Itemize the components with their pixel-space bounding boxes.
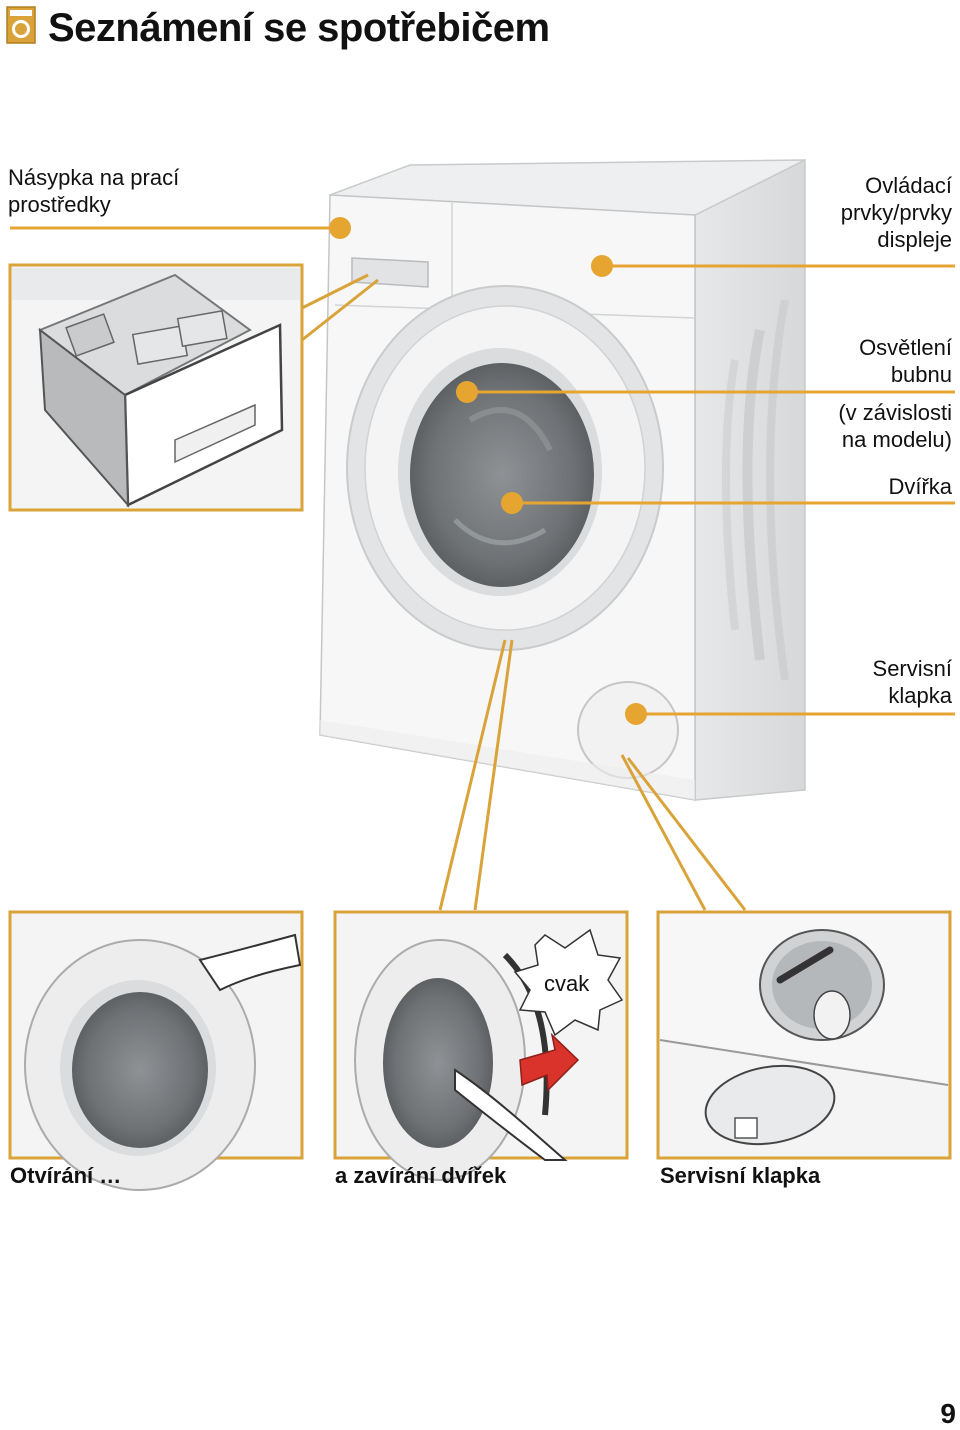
panel-opening	[8, 910, 304, 1191]
label-door: Dvířka	[888, 474, 952, 499]
caption-service: Servisní klapka	[660, 1163, 821, 1188]
dot-controls	[591, 255, 613, 277]
callout-dots	[329, 217, 647, 725]
dot-service-flap	[625, 703, 647, 725]
inset-pointer	[301, 273, 379, 342]
sound-word-cvak: cvak	[544, 971, 590, 996]
washing-machine-icon	[6, 6, 36, 44]
callout-lines	[10, 226, 955, 716]
dot-detergent-drawer	[329, 217, 351, 239]
detergent-drawer-inset	[8, 263, 304, 512]
cvak-burst	[513, 928, 624, 1037]
page-number: 9	[940, 1398, 956, 1429]
caption-closing: a zavírání dvířek	[335, 1163, 507, 1188]
label-drum-light-note: (v závislosti na modelu)	[838, 400, 952, 452]
panel-closing	[333, 910, 629, 1181]
dot-door	[501, 492, 523, 514]
page-title: Seznámení se spotřebičem	[48, 6, 550, 50]
washing-machine	[319, 158, 806, 801]
label-service-flap: Servisní klapka	[872, 656, 952, 708]
label-drum-light: Osvětlení bubnu	[859, 335, 952, 387]
detail-pointers	[438, 639, 747, 911]
label-controls: Ovládací prvky/prvky displeje	[840, 173, 952, 252]
label-detergent-drawer: Násypka na prací prostředky	[8, 165, 180, 217]
dot-drum-light	[456, 381, 478, 403]
caption-opening: Otvírání …	[10, 1163, 122, 1188]
panel-service	[656, 910, 952, 1160]
